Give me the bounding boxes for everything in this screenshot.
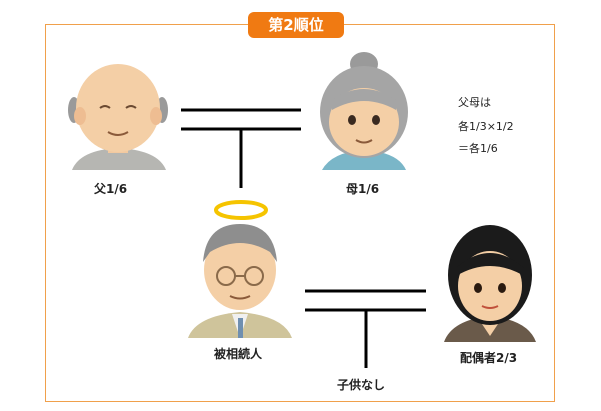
- parents-marriage-line: [181, 108, 301, 131]
- father-label: 父1/6: [94, 182, 128, 196]
- deceased-label: 被相続人: [214, 347, 263, 361]
- mother-label: 母1/6: [346, 182, 380, 196]
- note-line-3: ＝各1/6: [458, 142, 498, 155]
- note-line-2: 各1/3×1/2: [458, 120, 514, 133]
- mother-figure: [320, 52, 408, 170]
- spouse-label: 配偶者2/3: [460, 351, 518, 365]
- note-line-1: 父母は: [458, 96, 491, 109]
- deceased-figure: [188, 224, 292, 338]
- spouse-figure: [444, 225, 536, 342]
- no-children-label: 子供なし: [337, 378, 386, 392]
- rank-badge: 第2順位: [248, 12, 344, 38]
- halo-icon: [214, 200, 268, 220]
- father-figure: [68, 64, 168, 170]
- spouse-marriage-line: [305, 289, 426, 312]
